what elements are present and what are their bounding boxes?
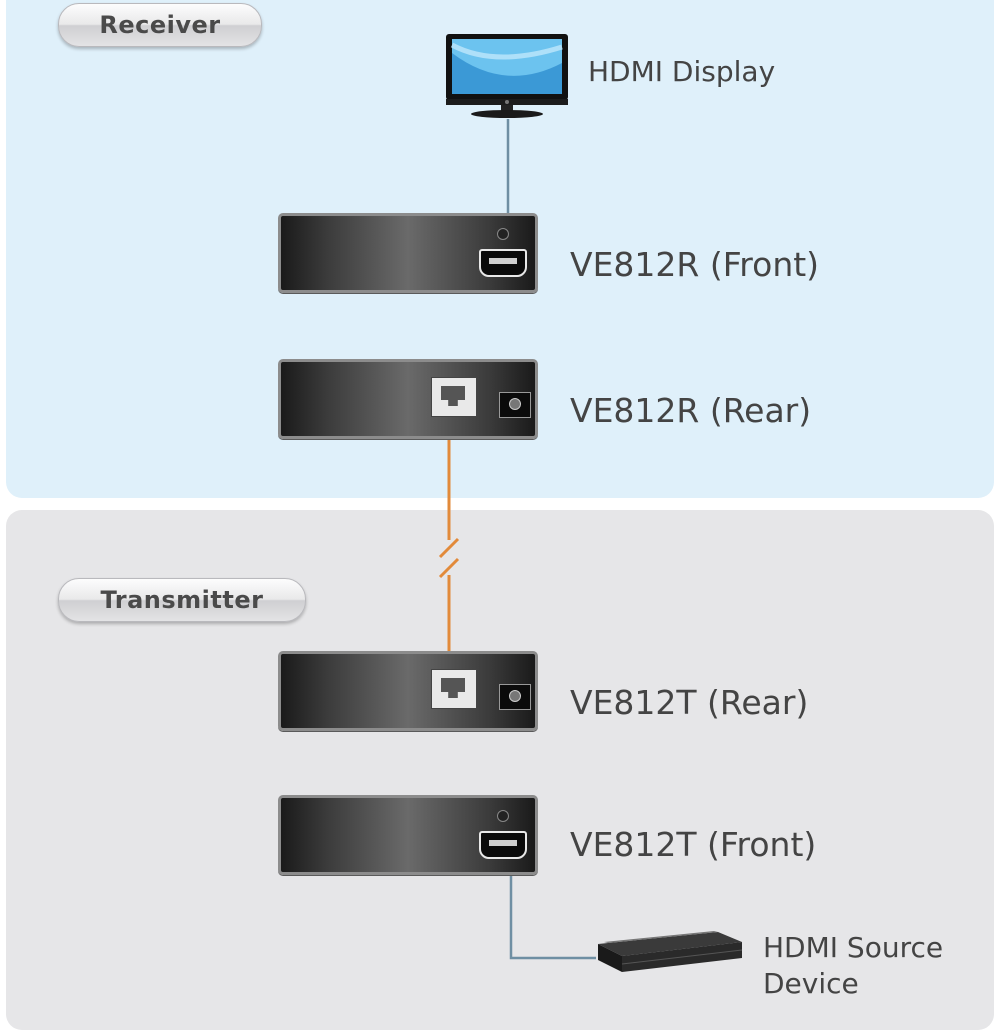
ve812t-front-unit xyxy=(278,795,538,875)
hdmi-port-icon xyxy=(479,249,527,277)
receiver-title-badge: Receiver xyxy=(58,3,262,47)
receiver-title: Receiver xyxy=(99,11,221,39)
hdmi-source-label: HDMI Source Device xyxy=(763,930,943,1002)
ve812r-rear-label: VE812R (Rear) xyxy=(570,391,812,430)
power-jack-icon xyxy=(499,392,531,418)
power-led-icon xyxy=(497,810,509,822)
ve812t-front-label: VE812T (Front) xyxy=(570,825,817,864)
cat-cable-break-mark xyxy=(438,557,460,579)
ve812t-rear-unit xyxy=(278,651,538,731)
hdmi-source-label-line1: HDMI Source xyxy=(763,931,944,964)
rj45-port-icon xyxy=(431,377,477,417)
transmitter-title: Transmitter xyxy=(100,586,264,614)
ve812r-rear-unit xyxy=(278,359,538,439)
cat-cable-break-mark xyxy=(438,537,460,559)
ve812r-front-label: VE812R (Front) xyxy=(570,245,820,284)
power-led-icon xyxy=(497,228,509,240)
hdmi-display-icon xyxy=(446,34,568,118)
power-jack-icon xyxy=(499,684,531,710)
hdmi-source-device-icon xyxy=(598,931,743,972)
ve812t-rear-label: VE812T (Rear) xyxy=(570,683,809,722)
transmitter-title-badge: Transmitter xyxy=(58,578,306,622)
hdmi-source-label-line2: Device xyxy=(763,967,859,1000)
ve812r-front-unit xyxy=(278,213,538,293)
hdmi-cable-source xyxy=(509,875,596,960)
rj45-port-icon xyxy=(431,669,477,709)
hdmi-port-icon xyxy=(479,831,527,859)
hdmi-display-label: HDMI Display xyxy=(588,55,776,88)
